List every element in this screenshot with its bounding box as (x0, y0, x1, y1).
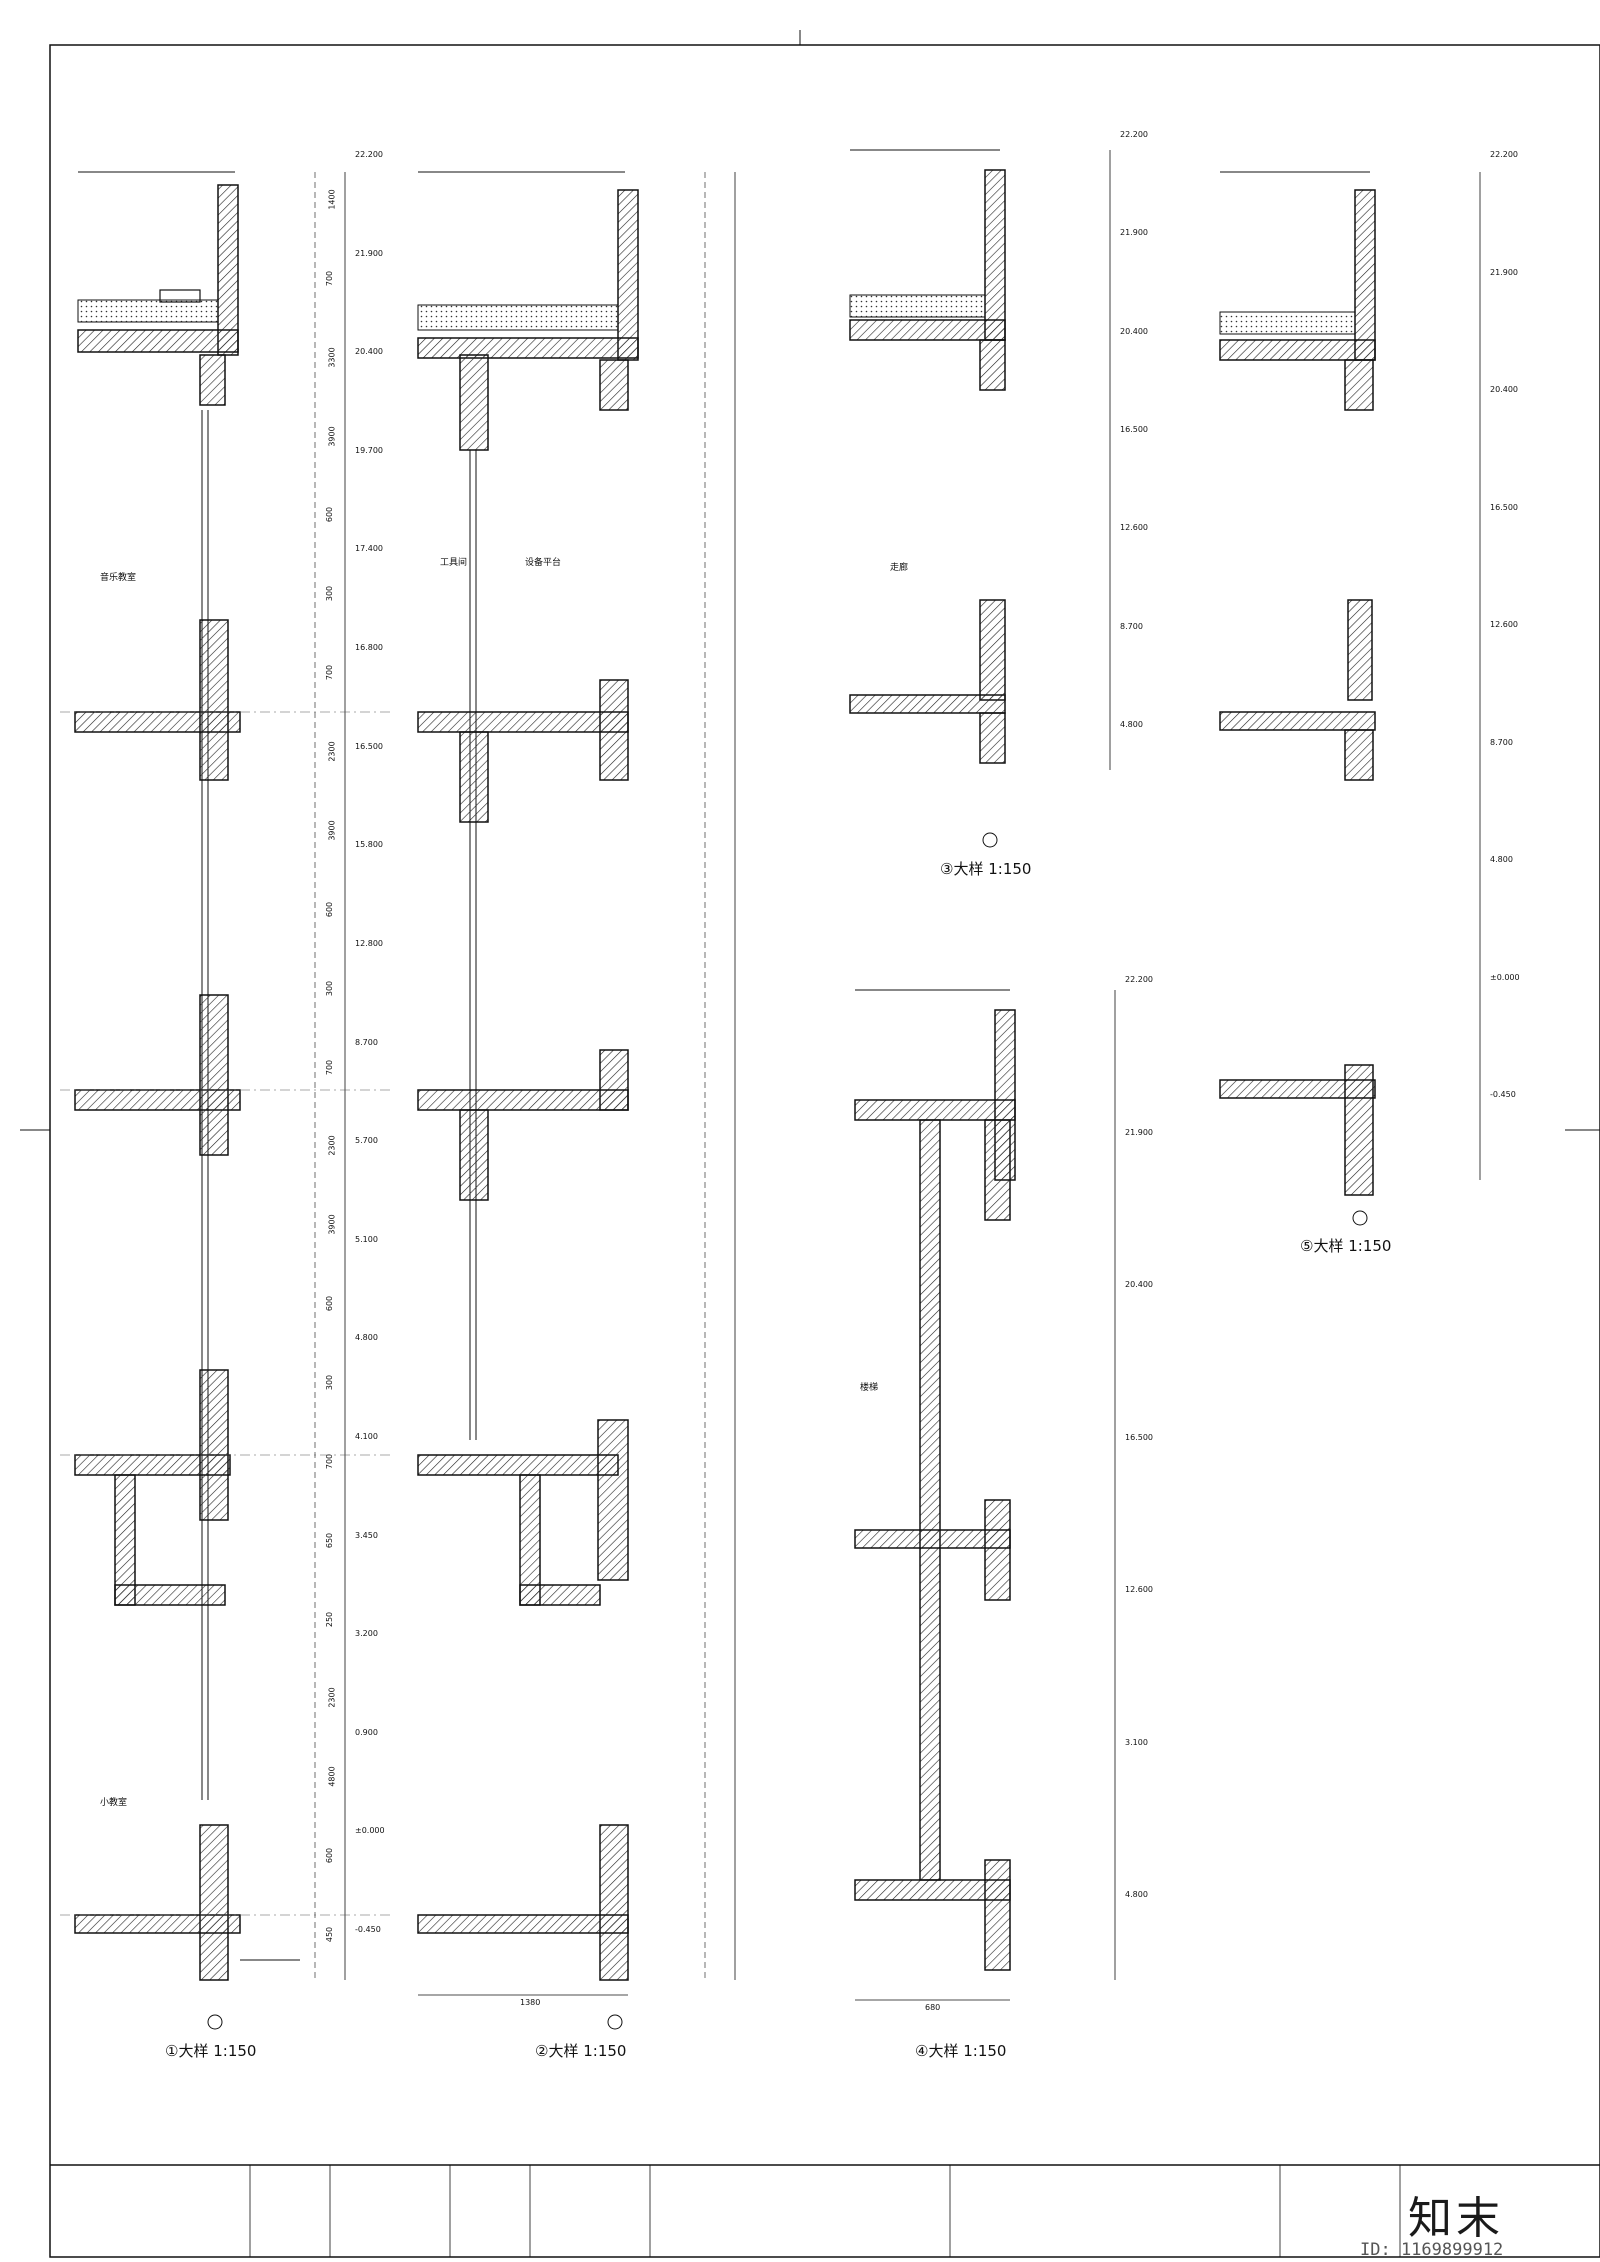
elevation-label: 4.800 (1120, 720, 1143, 729)
elevation-label: -0.450 (355, 1925, 381, 1934)
dimension-label: 3900 (327, 1214, 337, 1235)
dimension-label: 2300 (327, 741, 337, 762)
elevation-label: 5.100 (355, 1235, 378, 1244)
dimension-label: 700 (325, 664, 335, 681)
elevation-label: 16.800 (355, 643, 383, 652)
elevation-label: 4.800 (1490, 855, 1513, 864)
elevation-label: 12.600 (1125, 1585, 1153, 1594)
brand-logo-text: 知末 (1408, 2193, 1504, 2244)
elevation-label: 16.500 (1125, 1433, 1153, 1442)
dimension-label: 3300 (327, 347, 337, 368)
elevation-label: 20.400 (355, 347, 383, 356)
dimension-label: 700 (325, 1453, 335, 1470)
elevation-label: 22.200 (1125, 975, 1153, 984)
elevation-label: 12.600 (1120, 523, 1148, 532)
elevation-label: 4.800 (355, 1333, 378, 1342)
detail-4 (854, 989, 1116, 2001)
detail-1-caption: ①大样 1:150 (165, 2042, 257, 2060)
elevation-label: 5.700 (355, 1136, 378, 1145)
detail-2 (417, 171, 736, 2030)
dimension-label: 600 (325, 1847, 335, 1864)
dimension-label: 250 (325, 1611, 335, 1628)
dimension-label: 680 (925, 2003, 941, 2012)
detail-5 (1219, 171, 1481, 1226)
room-label-platform: 设备平台 (525, 558, 562, 568)
elevation-label: 20.400 (1125, 1280, 1153, 1289)
dimension-label: 1400 (327, 189, 337, 210)
title-block (50, 2164, 1600, 2257)
elevation-label: 17.400 (355, 544, 383, 553)
dimension-label: 600 (325, 1295, 335, 1312)
dimension-label: 300 (325, 585, 335, 602)
dimension-label: 2300 (327, 1135, 337, 1156)
detail-2-caption: ②大样 1:150 (535, 2042, 627, 2060)
detail-5-caption: ⑤大样 1:150 (1300, 1237, 1392, 1255)
elevation-label: 3.450 (355, 1531, 378, 1540)
dimension-label: 600 (325, 901, 335, 918)
room-label-music: 音乐教室 (100, 573, 137, 583)
elevation-label: 22.200 (1120, 130, 1148, 139)
sheet-border (49, 44, 1600, 2258)
dimension-label: 3900 (327, 820, 337, 841)
elevation-label: 20.400 (1120, 327, 1148, 336)
room-label-tools: 工具间 (440, 558, 468, 568)
elevation-label: 16.500 (1120, 425, 1148, 434)
elevation-label: 16.500 (1490, 503, 1518, 512)
detail-3-caption: ③大样 1:150 (940, 860, 1032, 878)
dimension-label: 600 (325, 506, 335, 523)
elevation-label: 22.200 (1490, 150, 1518, 159)
detail-1 (60, 171, 390, 2030)
dimension-label: 4800 (327, 1766, 337, 1787)
elevation-label: 20.400 (1490, 385, 1518, 394)
dimension-label: 3900 (327, 426, 337, 447)
elevation-label: 3.100 (1125, 1738, 1148, 1747)
elevation-label: 3.200 (355, 1629, 378, 1638)
elevation-label: 21.900 (1120, 228, 1148, 237)
dimension-label: 1380 (520, 1998, 541, 2007)
dimension-label: 300 (325, 1374, 335, 1391)
elevation-label: 12.800 (355, 939, 383, 948)
dimension-label: 450 (325, 1926, 335, 1943)
elevation-label: 21.900 (1125, 1128, 1153, 1137)
elevation-label: 12.600 (1490, 620, 1518, 629)
elevation-label: 16.500 (355, 742, 383, 751)
elevation-label: 8.700 (355, 1038, 378, 1047)
elevation-label: ±0.000 (1490, 973, 1520, 982)
elevation-label: 19.700 (355, 446, 383, 455)
elevation-label: ±0.000 (355, 1826, 385, 1835)
room-label-corridor: 走廊 (890, 563, 909, 573)
elevation-label: 4.100 (355, 1432, 378, 1441)
dimension-label: 2300 (327, 1687, 337, 1708)
dimension-label: 700 (325, 1059, 335, 1076)
dimension-label: 700 (325, 270, 335, 287)
elevation-label: 21.900 (355, 249, 383, 258)
elevation-label: 15.800 (355, 840, 383, 849)
dimension-label: 300 (325, 980, 335, 997)
detail-4-caption: ④大样 1:150 (915, 2042, 1007, 2060)
elevation-label: -0.450 (1490, 1090, 1516, 1099)
detail-3 (849, 149, 1111, 848)
elevation-label: 21.900 (1490, 268, 1518, 277)
dimension-label: 650 (325, 1532, 335, 1549)
elevation-label: 22.200 (355, 150, 383, 159)
sheet-id: ID: 1169899912 (1360, 2240, 1504, 2260)
elevation-label: 8.700 (1120, 622, 1143, 631)
elevation-label: 0.900 (355, 1728, 378, 1737)
room-label-classroom: 小教室 (100, 1798, 128, 1808)
room-label-stair: 楼梯 (860, 1383, 879, 1393)
elevation-label: 8.700 (1490, 738, 1513, 747)
elevation-label: 4.800 (1125, 1890, 1148, 1899)
